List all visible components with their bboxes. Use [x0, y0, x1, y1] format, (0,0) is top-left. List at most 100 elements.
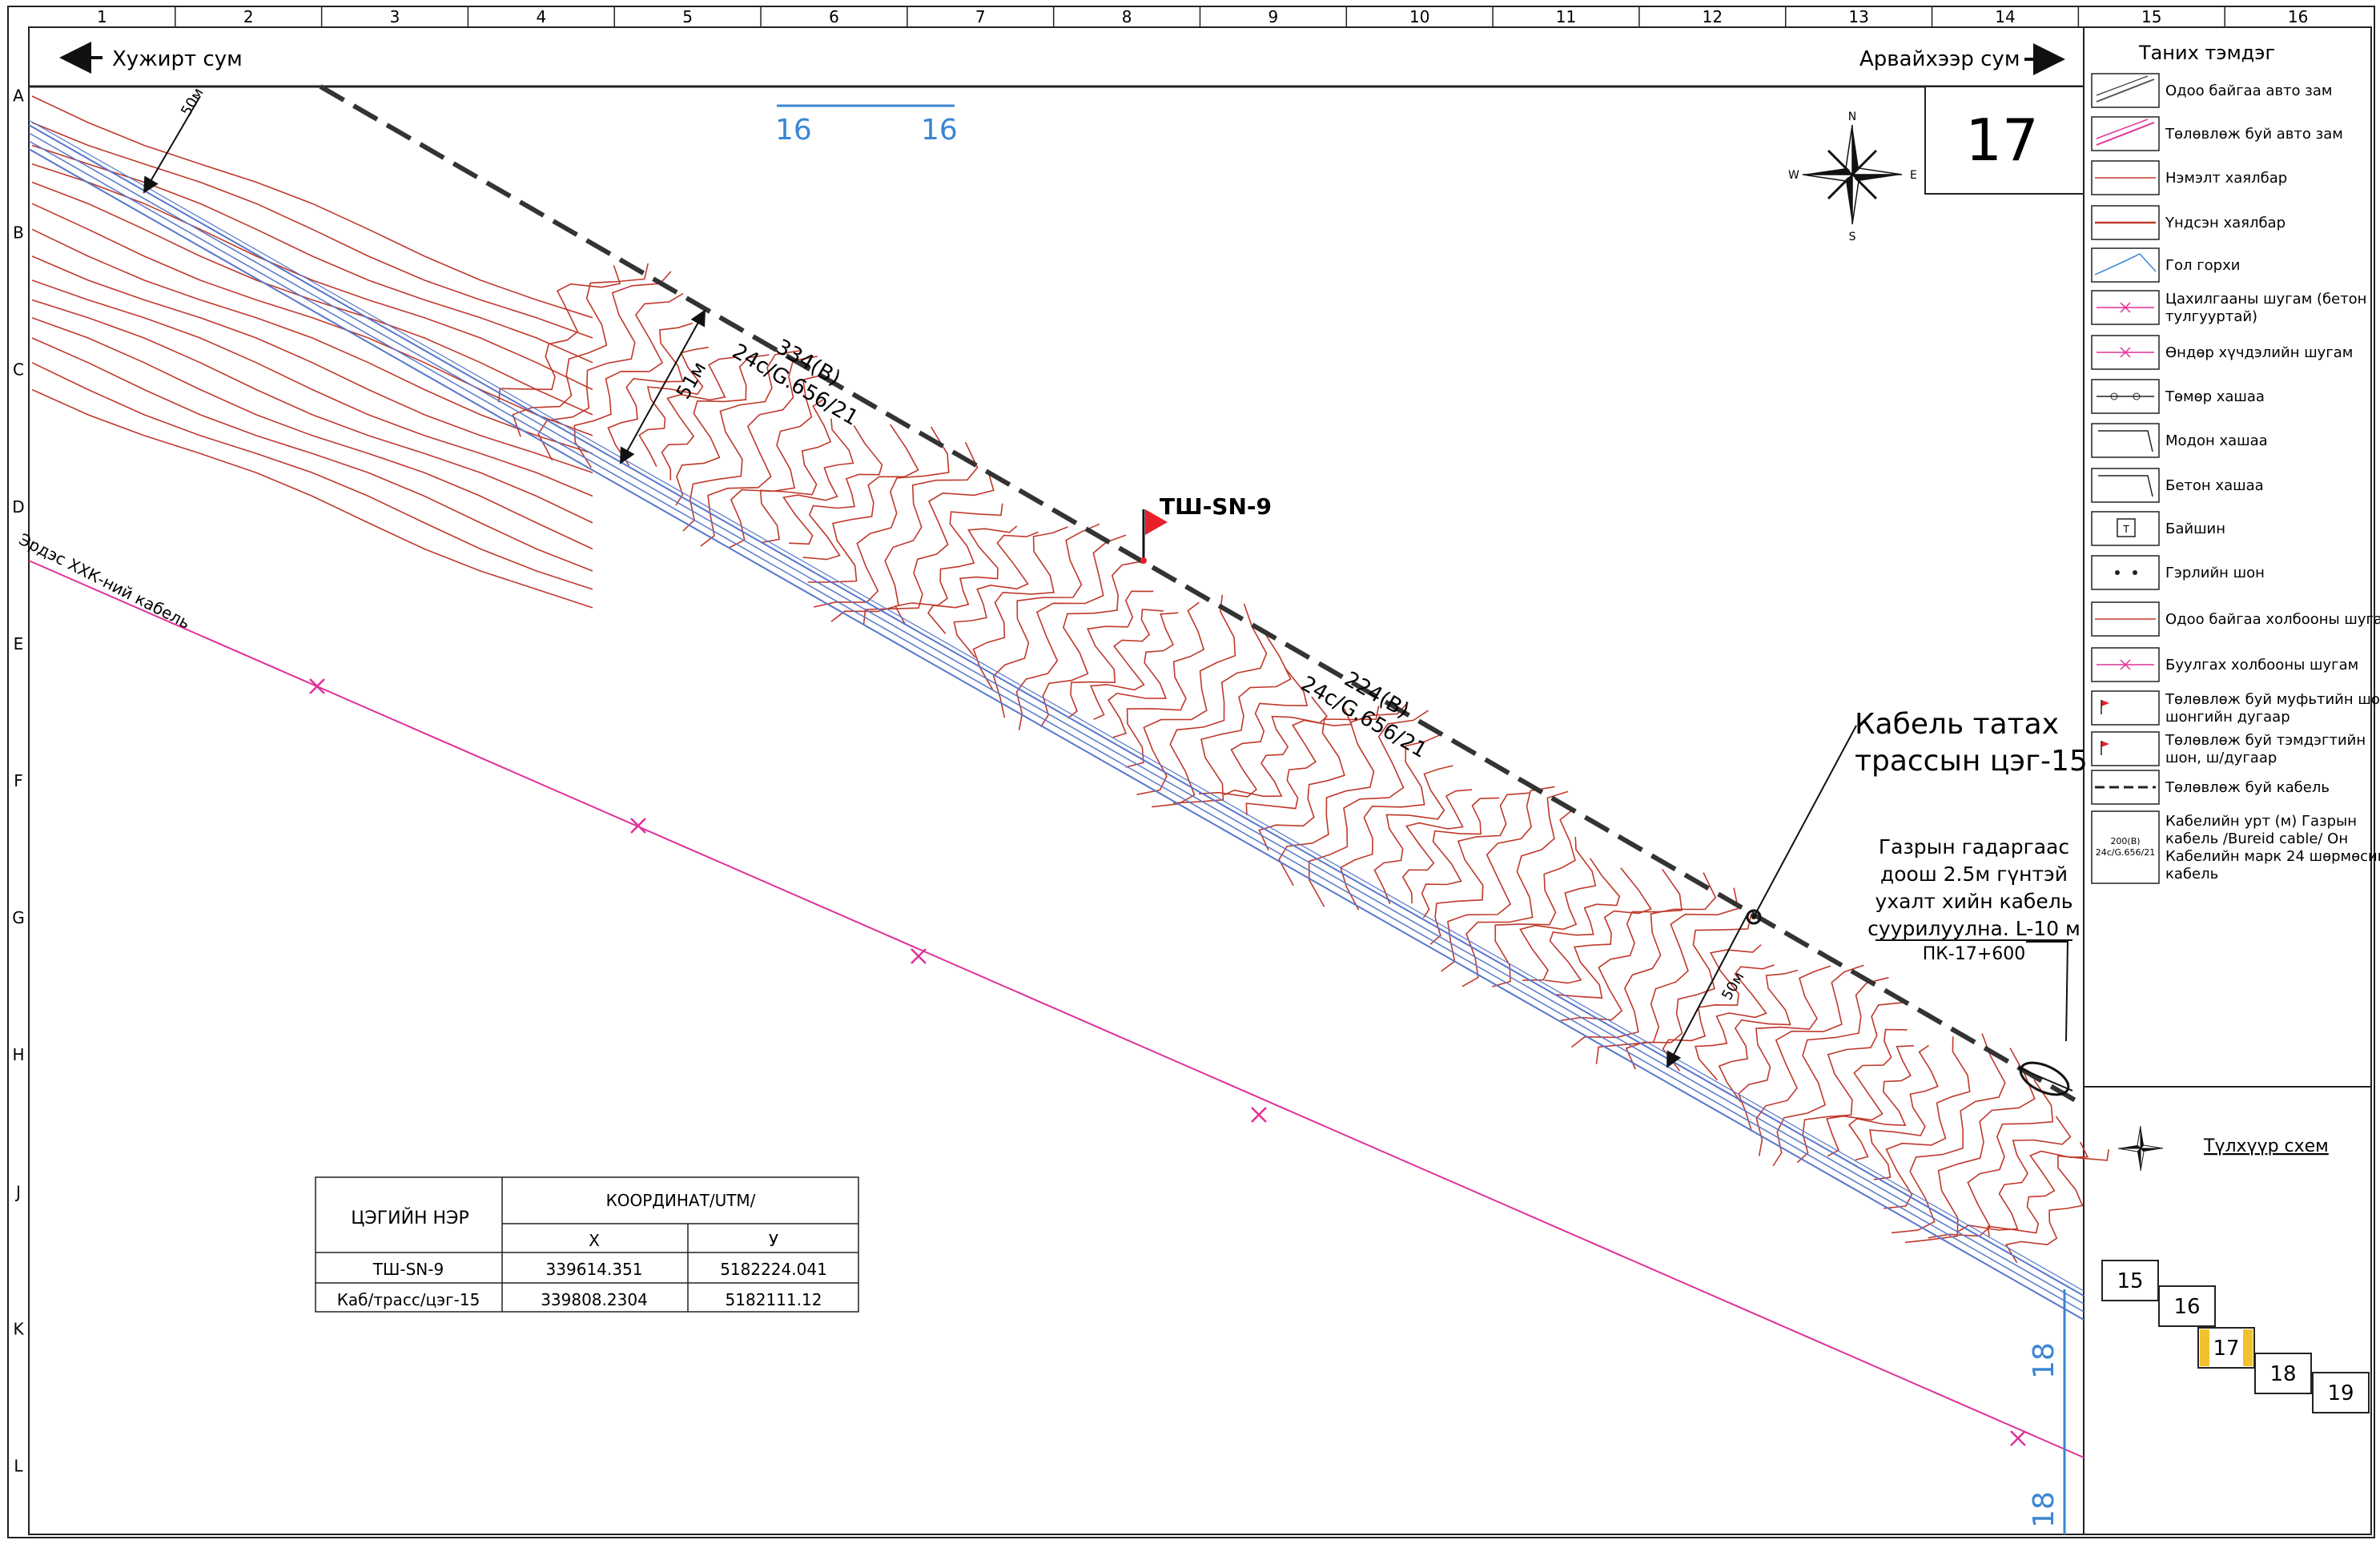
note-leader	[2026, 941, 2069, 1042]
legend-label: тулгууртай)	[2165, 308, 2257, 325]
contour-line	[1421, 797, 1500, 919]
road-line	[28, 148, 2085, 1321]
contour-line	[1695, 964, 1775, 1081]
power-pole-icon	[1251, 1107, 1267, 1123]
grid-col-label: 7	[975, 7, 986, 26]
legend-label: Кабелийн марк 24 шөрмөсийн	[2165, 848, 2380, 865]
table-coord-header: КООРДИНАТ/UTM/	[606, 1191, 756, 1210]
legend-swatch	[2091, 555, 2160, 590]
compass-w: W	[1788, 169, 1799, 182]
grid-col-label: 15	[2141, 7, 2161, 26]
key-sheet	[2101, 1260, 2159, 1301]
legend-label: Нэмэлт хаялбар	[2165, 170, 2287, 187]
grid-row-label: A	[13, 86, 24, 106]
crossing-axis	[2017, 1067, 2073, 1092]
legend-cable-length: 200(B)	[2110, 836, 2140, 846]
contour-line	[1090, 609, 1164, 721]
table-name-header: ЦЭГИЙН НЭР	[351, 1208, 468, 1228]
table-row1-y: 5182224.041	[720, 1260, 827, 1279]
table-y-header: У	[769, 1231, 778, 1250]
contour-line	[1491, 810, 1576, 987]
power-pole-icon	[630, 818, 646, 834]
contour-line	[31, 228, 593, 455]
contour-line	[1108, 612, 1179, 738]
contour-line	[1625, 915, 1752, 1070]
table-row1-x: 339614.351	[546, 1260, 643, 1279]
callout-leader	[1753, 725, 1857, 918]
grid-row-label: H	[12, 1045, 24, 1064]
contour-line	[953, 531, 1039, 658]
flag-base-dot	[1140, 557, 1147, 564]
compass-s: S	[1849, 231, 1856, 243]
contour-line	[31, 144, 593, 364]
contour-line	[894, 503, 1003, 625]
contour-line	[1441, 786, 1555, 972]
contour-line	[1928, 1079, 2054, 1239]
legend-swatch	[2091, 423, 2160, 458]
grid-col-label: 5	[682, 7, 693, 26]
legend-label: кабель	[2165, 866, 2218, 883]
contour-line	[1892, 1033, 2006, 1234]
legend-label: Бетон хашаа	[2165, 477, 2264, 494]
contour-line	[1136, 594, 1236, 795]
contour-line	[1544, 858, 1621, 984]
coordinates-table: ЦЭГИЙН НЭР КООРДИНАТ/UTM/ X У ТШ-SN-9 33…	[315, 1176, 859, 1313]
contour-line	[1373, 765, 1453, 905]
contour-line	[31, 362, 593, 590]
grid-row-label: L	[14, 1456, 23, 1475]
road-line	[28, 132, 2085, 1305]
grid-row-label: F	[14, 771, 23, 790]
outer-frame	[7, 6, 2375, 1538]
dimension-line-top	[143, 95, 201, 194]
legend-label: Үндсэн хаялбар	[2165, 215, 2286, 231]
power-pole-icon	[911, 948, 927, 964]
planned-cable	[319, 84, 2085, 1108]
contour-line	[1869, 1044, 1939, 1180]
marker-label: ТШ-SN-9	[1160, 493, 1272, 520]
dimension-line-lower	[1666, 914, 1748, 1068]
legend-label: шон, ш/дугаар	[2165, 750, 2277, 766]
contour-line	[31, 255, 593, 473]
power-line-wire	[28, 560, 2085, 1458]
legend-label: Өндөр хүчдэлийн шугам	[2165, 344, 2353, 361]
contour-line	[498, 265, 621, 403]
contour-line	[1152, 603, 1268, 808]
match-right-top: 18	[2028, 1342, 2060, 1379]
key-sheet-label: 15	[2117, 1269, 2143, 1293]
road-lines	[28, 119, 2085, 1321]
contour-line	[802, 424, 883, 561]
compass-e: E	[1910, 169, 1917, 182]
contour-line	[1429, 792, 1530, 945]
contour-line	[1595, 887, 1739, 1064]
contour-line	[1172, 631, 1292, 804]
contour-line	[782, 418, 854, 545]
legend-label: Төлөвлөж буй кабель	[2165, 779, 2330, 796]
legend-swatch	[2091, 810, 2160, 884]
contour-line	[1904, 1047, 2036, 1244]
legend-swatch	[2091, 468, 2160, 503]
legend-label: кабель /Bureid cable/ Он	[2165, 830, 2348, 847]
contour-line	[682, 350, 800, 532]
legend-swatch	[2091, 731, 2160, 766]
grid-col-label: 2	[243, 7, 254, 26]
grid-col-label: 1	[97, 7, 107, 26]
compass-rose-icon: N S E W	[1788, 111, 1917, 243]
note-pk: ПК-17+600	[1923, 944, 2026, 964]
contour-line	[1755, 964, 1864, 1156]
contour-line	[759, 399, 832, 544]
road-line	[28, 140, 2085, 1313]
grid-col-label: 6	[829, 7, 839, 26]
contour-line	[1772, 976, 1889, 1167]
legend-label: Төмөр хашаа	[2165, 388, 2265, 405]
contour-line	[537, 271, 672, 461]
grid-row-label: J	[14, 1182, 21, 1201]
contour-line	[2004, 1149, 2109, 1264]
contour-line	[31, 388, 593, 609]
legend-label: Гэрлийн шон	[2165, 565, 2265, 581]
contour-line	[1718, 969, 1799, 1103]
contour-lines	[31, 95, 2109, 1264]
table-row2-x: 339808.2304	[541, 1290, 648, 1309]
